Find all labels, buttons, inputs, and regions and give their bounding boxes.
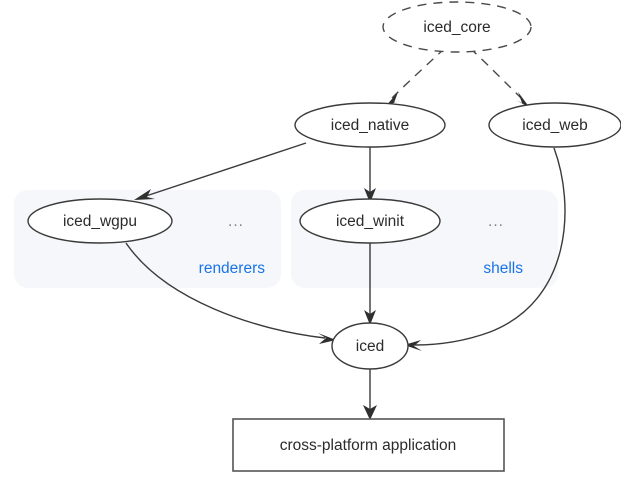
edge-iced-web-to-iced: [414, 147, 566, 346]
arrowhead-iced-to-application: [363, 405, 377, 420]
node-iced-winit-shape: [299, 198, 441, 244]
shells-more-indicator: ...: [488, 213, 504, 230]
node-iced-shape: [331, 322, 409, 370]
node-iced-core[interactable]: iced_core: [382, 1, 532, 53]
node-iced-wgpu-label: iced_wgpu: [63, 213, 137, 230]
node-iced-label: iced: [356, 338, 384, 355]
node-iced-native[interactable]: iced_native: [294, 102, 446, 148]
arrowhead-iced-winit-to-iced: [364, 310, 376, 325]
arrowhead-iced-wgpu-to-iced: [318, 333, 336, 344]
node-iced-winit[interactable]: iced_winit: [299, 198, 441, 244]
node-iced[interactable]: iced: [331, 322, 409, 370]
node-iced-wgpu[interactable]: iced_wgpu: [27, 198, 173, 244]
arrowhead-iced-core-to-iced-web: [516, 92, 530, 108]
node-iced-core-label: iced_core: [423, 19, 490, 36]
renderers-more-indicator: ...: [228, 213, 244, 230]
group-label-shells: shells: [483, 260, 523, 277]
edge-iced-wgpu-to-iced: [125, 242, 326, 339]
arrowhead-iced-native-to-iced-winit: [364, 188, 376, 203]
node-iced-web-label: iced_web: [522, 117, 588, 134]
arrowhead-iced-native-to-iced-wgpu: [134, 189, 155, 200]
edge-iced-core-to-iced-web: [469, 47, 523, 100]
node-iced-web[interactable]: iced_web: [488, 102, 621, 148]
arrowhead-iced-web-to-iced: [404, 340, 422, 351]
node-application-shape: [232, 418, 505, 472]
node-iced-winit-label: iced_winit: [336, 213, 405, 230]
edge-iced-core-to-iced-native: [391, 47, 446, 99]
node-application-label: cross-platform application: [280, 437, 457, 454]
node-iced-web-shape: [488, 102, 621, 148]
node-iced-core-shape: [382, 1, 532, 53]
node-iced-wgpu-shape: [27, 198, 173, 244]
group-label-renderers: renderers: [199, 260, 266, 277]
node-application[interactable]: cross-platform application: [232, 418, 505, 472]
node-iced-native-shape: [294, 102, 446, 148]
edge-iced-native-to-iced-wgpu: [145, 142, 307, 197]
node-iced-native-label: iced_native: [331, 117, 409, 134]
